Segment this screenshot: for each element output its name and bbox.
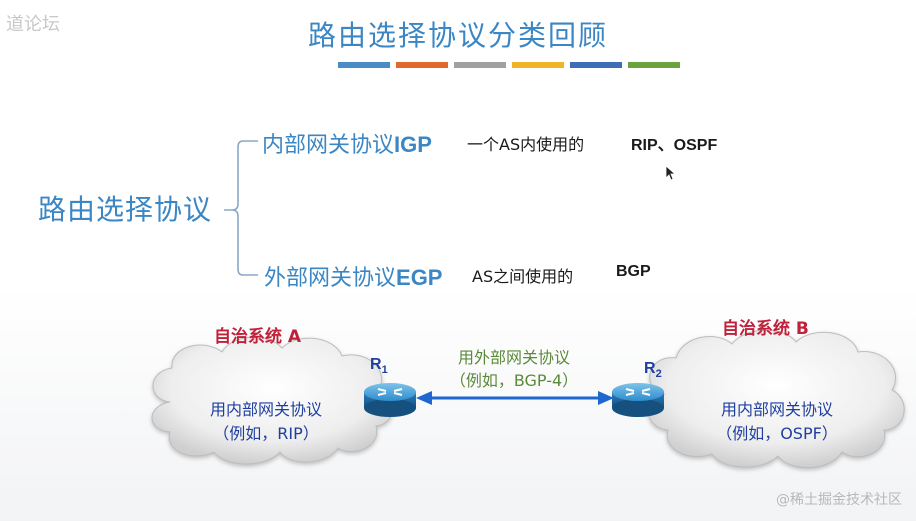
as-b-line2: （例如，OSPF） xyxy=(716,424,838,443)
cloud-as-b xyxy=(648,329,905,468)
title-bar-1 xyxy=(338,62,390,68)
mouse-cursor-icon xyxy=(665,165,677,181)
slide-title: 路由选择协议分类回顾 xyxy=(307,19,608,52)
egp-abbr: EGP xyxy=(396,265,443,290)
title-bar-3 xyxy=(454,62,506,68)
brace-path xyxy=(224,140,258,276)
igp-protocols: RIP、OSPF xyxy=(631,137,718,154)
egp-description: AS之间使用的 xyxy=(472,267,574,286)
title-bar-2 xyxy=(396,62,448,68)
bgp-link-line1: 用外部网关协议 xyxy=(457,348,570,367)
router-r2-sub: 2 xyxy=(655,368,662,381)
title-bar-5 xyxy=(570,62,622,68)
router-r2-label: R2 xyxy=(644,360,662,380)
title-color-bars xyxy=(338,62,680,68)
tree-root-label: 路由选择协议 xyxy=(38,193,213,226)
as-b-line1: 用内部网关协议 xyxy=(720,400,833,419)
bgp-link-arrow xyxy=(416,391,614,405)
title-bar-4 xyxy=(512,62,564,68)
as-b-text: 用内部网关协议 （例如，OSPF） xyxy=(682,398,872,446)
router-r2-letter: R xyxy=(644,360,656,377)
router-r1-letter: R xyxy=(370,356,382,373)
watermark-top-left: 道论坛 xyxy=(6,14,60,35)
as-a-text: 用内部网关协议 （例如，RIP） xyxy=(176,398,356,446)
bgp-link-line2: （例如，BGP-4） xyxy=(449,371,579,390)
as-a-line2: （例如，RIP） xyxy=(213,424,319,443)
as-b-label: 自治系统 B xyxy=(722,319,809,339)
egp-branch: 外部网关协议EGP xyxy=(264,260,442,292)
title-bar-6 xyxy=(628,62,680,68)
watermark-bottom-right: @稀土掘金技术社区 xyxy=(776,492,902,508)
igp-branch: 内部网关协议IGP xyxy=(262,127,432,159)
as-a-label: 自治系统 A xyxy=(214,327,302,347)
router-r1-sub: 1 xyxy=(381,364,388,377)
router-r1-icon xyxy=(364,383,416,417)
egp-protocols: BGP xyxy=(616,263,651,280)
igp-name: 内部网关协议 xyxy=(262,133,395,158)
as-a-line1: 用内部网关协议 xyxy=(209,400,322,419)
router-r1-label: R1 xyxy=(370,356,388,376)
igp-description: 一个AS内使用的 xyxy=(467,135,585,154)
egp-name: 外部网关协议 xyxy=(264,266,397,291)
igp-abbr: IGP xyxy=(394,132,432,157)
router-r2-icon xyxy=(612,383,664,417)
bgp-link-text: 用外部网关协议 （例如，BGP-4） xyxy=(424,346,604,392)
